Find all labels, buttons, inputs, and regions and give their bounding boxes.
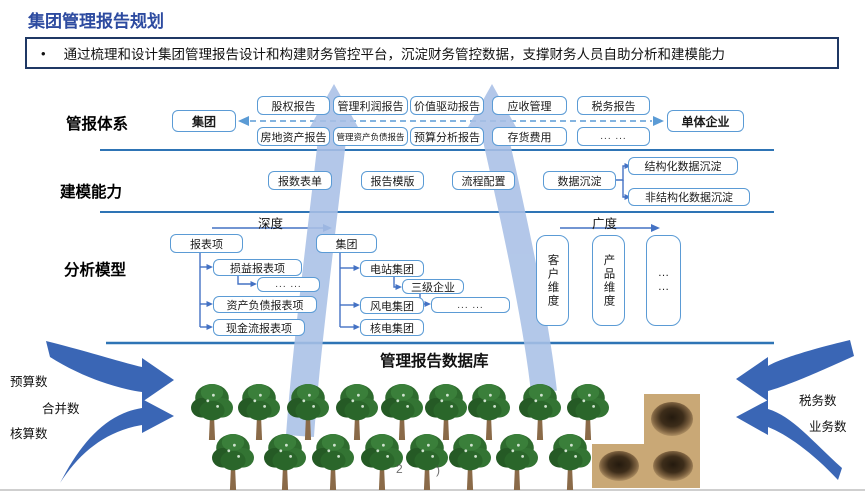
org-box-power-station: 电站集团 [360, 260, 424, 277]
report-box-receivables: 应收管理 [492, 96, 567, 115]
report-box-real-estate: 房地资产报告 [257, 127, 330, 146]
report-item-box-cashflow: 现金流报表项 [213, 319, 305, 336]
summary-box: • 通过梳理和设计集团管理报告设计和构建财务管控平台，沉淀财务管控数据，支撑财务… [25, 37, 839, 69]
modeling-box-report-form: 报数表单 [268, 171, 332, 190]
dimension-box-product: 产品维度 [592, 235, 625, 326]
left-input-arrows-icon [46, 341, 174, 483]
report-item-root-box: 报表项 [170, 234, 243, 253]
report-item-more-box: ... ... [257, 277, 320, 292]
dimension-box-more: …… [646, 235, 681, 326]
report-item-box-balance: 资产负债报表项 [213, 296, 317, 313]
stray-mark-1: 2 [396, 462, 403, 476]
group-node-box: 集团 [172, 110, 236, 132]
org-box-wind-power: 风电集团 [360, 297, 424, 314]
group-entity-dashed-arrow-icon [238, 116, 664, 126]
band-label-report-system: 管报体系 [66, 116, 129, 133]
report-item-box-pl: 损益报表项 [213, 259, 302, 276]
entity-node-box: 单体企业 [667, 110, 744, 132]
band-label-modeling: 建模能力 [60, 184, 123, 201]
report-box-inventory-cost: 存货费用 [492, 127, 567, 146]
right-input-arrows-icon [736, 340, 854, 480]
breadth-axis-arrow-icon [560, 224, 660, 232]
stray-mark-2: ) [436, 463, 440, 477]
report-box-mgmt-balance: 管理资产负债报告 [333, 127, 408, 146]
breadth-axis-label: 广度 [592, 217, 618, 231]
org-box-nuclear-power: 核电集团 [360, 319, 424, 336]
dimension-box-customer: 客户维度 [536, 235, 569, 326]
input-label-business: 业务数 [809, 420, 847, 434]
page-title: 集团管理报告规划 [28, 12, 164, 31]
depth-axis-label: 深度 [258, 217, 284, 231]
report-box-budget-analysis: 预算分析报告 [410, 127, 484, 146]
band-label-analysis: 分析模型 [64, 262, 127, 279]
input-label-budget: 预算数 [10, 375, 48, 389]
report-box-equity: 股权报告 [257, 96, 330, 115]
input-label-accounting: 核算数 [10, 427, 48, 441]
database-title: 管理报告数据库 [380, 353, 489, 370]
soil-pits-illustration [592, 394, 700, 488]
bullet-icon: • [41, 45, 46, 61]
org-root-box: 集团 [316, 234, 377, 253]
report-box-mgmt-profit: 管理利润报告 [333, 96, 408, 115]
band-divider-lines [100, 149, 774, 345]
modeling-box-data-sediment: 数据沉淀 [543, 171, 616, 190]
summary-text: 通过梳理和设计集团管理报告设计和构建财务管控平台，沉淀财务管控数据，支撑财务人员… [63, 47, 726, 62]
modeling-box-workflow: 流程配置 [452, 171, 515, 190]
input-label-tax: 税务数 [799, 394, 837, 408]
input-label-consolidated: 合并数 [42, 402, 80, 416]
report-box-value-driver: 价值驱动报告 [410, 96, 484, 115]
sediment-box-structured: 结构化数据沉淀 [628, 157, 738, 175]
report-box-tax: 税务报告 [577, 96, 650, 115]
org-box-level3: 三级企业 [402, 279, 464, 294]
org-more-box: ... ... [431, 297, 510, 313]
sediment-box-unstructured: 非结构化数据沉淀 [628, 188, 750, 206]
modeling-box-template: 报告模版 [361, 171, 424, 190]
report-box-more: ... ... [577, 127, 650, 146]
